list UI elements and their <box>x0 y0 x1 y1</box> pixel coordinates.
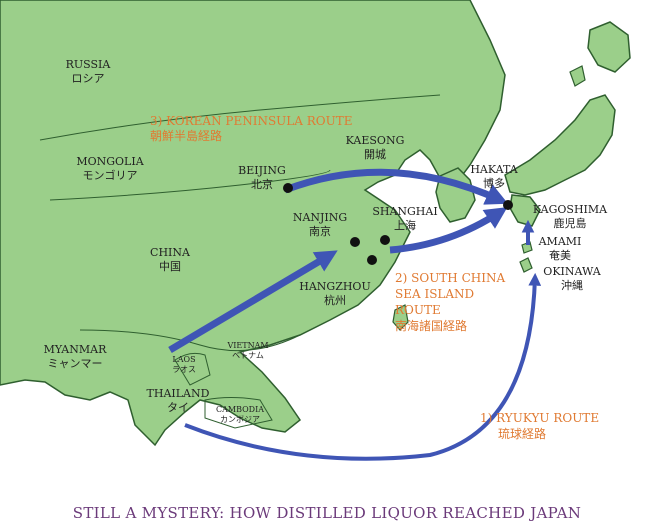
ryukyu-route-arrow <box>184 272 542 461</box>
mongolia-label: MONGOLIA <box>76 155 144 168</box>
south-china-route-label-ja: 南海諸国経路 <box>395 318 467 333</box>
south-china-route-line1: 2) SOUTH CHINA <box>395 271 505 285</box>
taiwan-island <box>392 304 409 331</box>
korean-route-label-ja: 朝鮮半島経路 <box>150 128 222 143</box>
okinawa-label: OKINAWA <box>543 265 601 278</box>
kagoshima-label-ja: 鹿児島 <box>554 216 587 230</box>
south-china-route-arrow <box>389 207 508 254</box>
laos-label-ja: ラオス <box>172 365 196 374</box>
border-russia <box>39 94 441 141</box>
korean-route-arrow <box>283 168 509 205</box>
beijing-dot <box>283 183 293 193</box>
south-china-route-line3: ROUTE <box>395 303 441 317</box>
beijing-label-ja: 北京 <box>251 177 273 191</box>
myanmar-label-ja: ミャンマー <box>48 357 103 370</box>
amami-label-ja: 奄美 <box>549 248 571 262</box>
kaesong-label: KAESONG <box>346 134 405 147</box>
vietnam-label: VIETNAM <box>226 341 268 350</box>
kagoshima-label: KAGOSHIMA <box>533 203 608 216</box>
nanjing-dot <box>350 237 360 247</box>
okinawa-label-ja: 沖縄 <box>561 278 583 292</box>
border-mongolia <box>49 169 331 201</box>
thailand-label: THAILAND <box>147 387 210 400</box>
russia-label-ja: ロシア <box>72 72 105 85</box>
china-label-ja: 中国 <box>159 260 181 273</box>
russia-label: RUSSIA <box>66 58 112 71</box>
shanghai-label-ja: 上海 <box>394 218 416 232</box>
korean-peninsula <box>435 167 476 223</box>
myanmar-label: MYANMAR <box>44 343 107 356</box>
japan-hokkaido <box>587 21 631 73</box>
border-china-south <box>79 329 301 352</box>
cambodia-label-ja: カンボジア <box>220 415 260 424</box>
cambodia-label: CAMBODIA <box>216 405 264 414</box>
okinawa-island <box>519 257 533 273</box>
kaesong-label-ja: 開城 <box>364 148 386 161</box>
japan-honshu <box>504 94 616 196</box>
hakata-label-ja: 博多 <box>483 176 505 190</box>
thailand-label-ja: タイ <box>167 401 189 414</box>
border-laos <box>174 352 211 386</box>
shanghai-dot <box>380 235 390 245</box>
hangzhou-label-ja: 杭州 <box>324 293 346 307</box>
south-china-route-line2: SEA ISLAND <box>395 287 474 301</box>
southeast-asia-route-arrow <box>168 250 338 354</box>
beijing-label: BEIJING <box>238 164 286 177</box>
vietnam-label-ja: ベトナム <box>232 351 264 360</box>
hakata-label: HAKATA <box>470 163 518 176</box>
ryukyu-route-label-ja: 琉球経路 <box>498 426 546 441</box>
laos-label: LAOS <box>172 355 195 364</box>
shanghai-label: SHANGHAI <box>372 205 437 218</box>
hangzhou-label: HANGZHOU <box>299 280 370 293</box>
china-label: CHINA <box>150 246 191 259</box>
japan-north-islands <box>569 65 586 87</box>
mongolia-label-ja: モンゴリア <box>83 168 138 182</box>
nanjing-label: NANJING <box>293 211 347 224</box>
hakata-dot <box>503 200 513 210</box>
hangzhou-dot <box>367 255 377 265</box>
korean-route-label: 3) KOREAN PENINSULA ROUTE <box>150 114 353 128</box>
amami-label: AMAMI <box>538 235 582 248</box>
nanjing-label-ja: 南京 <box>309 224 331 238</box>
ryukyu-route-label: 1) RYUKYU ROUTE <box>480 411 599 425</box>
border-cambodia <box>204 397 273 429</box>
map-caption: STILL A MYSTERY: HOW DISTILLED LIQUOR RE… <box>73 504 581 522</box>
